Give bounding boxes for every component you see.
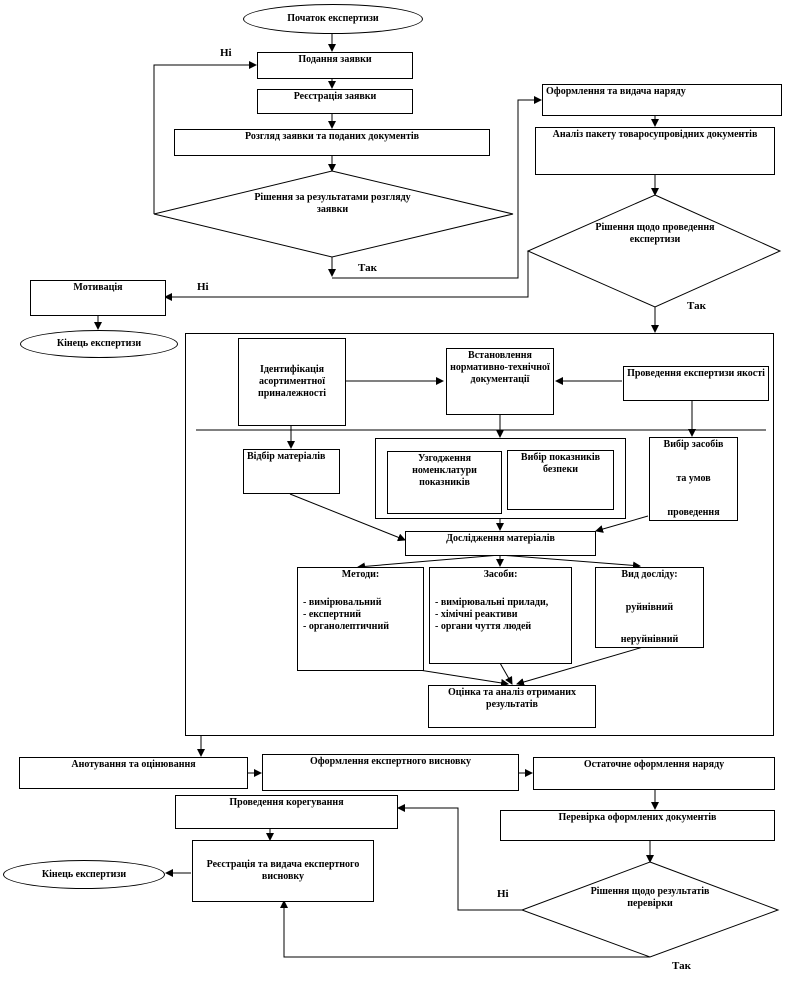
methods-item: - експертний	[303, 609, 362, 620]
submit-box: Подання заявки	[257, 52, 413, 79]
start-terminal: Початок експертизи	[243, 4, 423, 34]
means-item: - органи чуття людей	[435, 621, 532, 632]
check-docs-label: Перевірка оформлених документів	[558, 812, 717, 823]
research-label: Дослідження матеріалів	[446, 533, 555, 544]
review-box: Розгляд заявки та поданих документів	[174, 129, 490, 156]
motivation-box: Мотивація	[30, 280, 166, 316]
types-title: Вид досліду:	[621, 569, 678, 580]
methods-title: Методи:	[341, 569, 380, 580]
select-means-line-3: проведення	[667, 507, 720, 518]
order-label: Оформлення та видача наряду	[546, 86, 686, 97]
normative-box: Встановлення нормативно-технічної докуме…	[446, 348, 554, 415]
select-materials-label: Відбір матеріалів	[247, 451, 326, 462]
no-label-2: Ні	[197, 281, 209, 293]
agree-nomenclature-box: Узгодження номенклатури показників	[387, 451, 502, 514]
no-label-1: Ні	[220, 47, 232, 59]
means-item: - хімічні реактиви	[435, 609, 518, 620]
yes-label-1: Так	[358, 262, 377, 274]
methods-box: Методи: - вимірювальний - експертний - о…	[297, 567, 424, 671]
methods-item: - вимірювальний	[303, 597, 382, 608]
arrow-decision2-no	[164, 251, 529, 301]
agree-nomenclature-label: Узгодження номенклатури показників	[412, 453, 477, 488]
arrow-decision3-yes	[280, 900, 650, 958]
arrow-decision1-no	[153, 61, 257, 214]
arrow-decision3-no	[397, 804, 522, 911]
yes-label-2: Так	[687, 300, 706, 312]
motivation-label: Мотивація	[73, 282, 123, 293]
identify-box: Ідентифікація асортиментної приналежност…	[238, 338, 346, 426]
check-docs-box: Перевірка оформлених документів	[500, 810, 775, 841]
arrow-research-types	[499, 554, 641, 570]
conclusion-box: Оформлення експертного висновку	[262, 754, 519, 791]
yes-label-3: Так	[672, 960, 691, 972]
select-means-box: Вибір засобів та умов проведення	[649, 437, 738, 521]
register-box: Реєстрація заявки	[257, 89, 413, 114]
end2-label: Кінець експертизи	[41, 868, 127, 880]
analysis-docs-label: Аналіз пакету товаросупровідних документ…	[552, 129, 758, 140]
decision2-diamond	[526, 194, 782, 308]
correction-label: Проведення корегування	[229, 797, 344, 808]
types-box: Вид досліду: руйнівний неруйнівний	[595, 567, 704, 648]
arrow-means-research	[595, 515, 649, 533]
correction-box: Проведення корегування	[175, 795, 398, 829]
final-order-box: Остаточне оформлення наряду	[533, 757, 775, 790]
identify-label: Ідентифікація асортиментної приналежност…	[257, 364, 327, 399]
end1-label: Кінець експертизи	[56, 338, 142, 349]
means-title: Засоби:	[483, 569, 518, 580]
select-means-line-1: Вибір засобів	[663, 439, 724, 450]
safety-indicators-box: Вибір показників безпеки	[507, 450, 614, 510]
research-box: Дослідження матеріалів	[405, 531, 596, 556]
evaluation-box: Оцінка та аналіз отриманих результатів	[428, 685, 596, 728]
methods-item: - органолептичний	[303, 621, 389, 632]
quality-exam-box: Проведення експертизи якості	[623, 366, 769, 401]
quality-exam-label: Проведення експертизи якості	[627, 368, 765, 379]
evaluation-label: Оцінка та аналіз отриманих результатів	[448, 687, 576, 710]
end-terminal-2: Кінець експертизи	[3, 860, 165, 889]
register-issue-box: Реєстрація та видача експертного висновк…	[192, 840, 374, 902]
conclusion-label: Оформлення експертного висновку	[309, 756, 472, 767]
decision1-label: Рішення за результатами розгляду заявки	[254, 192, 411, 215]
select-materials-box: Відбір матеріалів	[243, 449, 340, 494]
arrow-to-order	[332, 96, 542, 279]
types-item: руйнівний	[625, 601, 674, 613]
expertise-process-container	[185, 333, 774, 736]
annotate-label: Анотування та оцінювання	[71, 759, 196, 770]
arrow-research-methods	[357, 554, 501, 571]
normative-label: Встановлення нормативно-технічної докуме…	[450, 350, 550, 385]
decision2-label: Рішення щодо проведення експертизи	[595, 222, 715, 245]
analysis-docs-box: Аналіз пакету товаросупровідних документ…	[535, 127, 775, 175]
register-label: Реєстрація заявки	[293, 91, 377, 102]
safety-indicators-label: Вибір показників безпеки	[520, 452, 601, 475]
decision3-label: Рішення щодо результатів перевірки	[590, 886, 710, 909]
annotate-box: Анотування та оцінювання	[19, 757, 248, 789]
no-label-3: Ні	[497, 888, 509, 900]
register-issue-label: Реєстрація та видача експертного висновк…	[206, 859, 360, 882]
select-means-line-2: та умов	[676, 473, 711, 484]
order-box: Оформлення та видача наряду	[542, 84, 782, 116]
arrow-types-eval	[516, 644, 651, 686]
means-box: Засоби: - вимірювальні прилади, - хімічн…	[429, 567, 572, 664]
end-terminal-1: Кінець експертизи	[20, 330, 178, 358]
arrow-select-research	[289, 493, 406, 542]
final-order-label: Остаточне оформлення наряду	[583, 759, 725, 770]
types-item: неруйнівний	[620, 634, 679, 645]
review-label: Розгляд заявки та поданих документів	[244, 131, 420, 142]
start-label: Початок експертизи	[287, 13, 379, 24]
means-item: - вимірювальні прилади,	[435, 597, 549, 608]
arrow-means-eval	[499, 662, 513, 685]
submit-label: Подання заявки	[298, 54, 372, 65]
indicators-group	[375, 438, 626, 519]
